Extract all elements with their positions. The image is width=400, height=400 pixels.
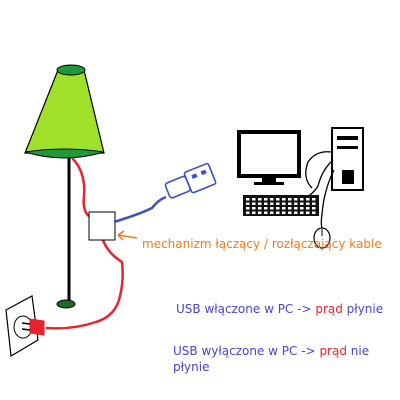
usb-on-highlight: prąd	[315, 302, 343, 316]
usb-on-label: USB włączone w PC -> prąd płynie	[176, 301, 383, 317]
power-plug-icon	[21, 318, 45, 336]
keyboard-key	[288, 211, 292, 214]
keyboard-key	[306, 198, 310, 201]
keyboard-key	[246, 211, 250, 214]
mouse-icon	[313, 227, 331, 249]
keyboard-key	[270, 198, 274, 201]
lamp-base	[56, 299, 76, 309]
keyboard-key	[282, 207, 286, 210]
annotation-arrow	[117, 230, 138, 241]
keyboard-key	[300, 202, 304, 205]
keyboard-key	[282, 211, 286, 214]
keyboard-key	[258, 198, 262, 201]
keyboard-key	[264, 211, 268, 214]
keyboard-key	[306, 207, 310, 210]
keyboard-key	[300, 207, 304, 210]
lamp-shade-top	[56, 64, 86, 76]
power-cable-lower	[45, 236, 124, 330]
wall-socket-icon	[5, 295, 39, 357]
keyboard-key	[264, 207, 268, 210]
lamp-shade-rim	[24, 148, 105, 159]
keyboard-key	[288, 202, 292, 205]
keyboard-key	[270, 207, 274, 210]
keyboard-key	[252, 198, 256, 201]
switch-box-icon	[88, 211, 116, 241]
usb-plug-icon	[164, 162, 217, 199]
keyboard-key	[282, 198, 286, 201]
keyboard-key	[252, 211, 256, 214]
keyboard-key	[270, 211, 274, 214]
keyboard-key	[282, 202, 286, 205]
keyboard-key	[306, 202, 310, 205]
keyboard-key	[294, 207, 298, 210]
keyboard-key	[294, 198, 298, 201]
keyboard-key	[276, 211, 280, 214]
keyboard-key	[258, 211, 262, 214]
keyboard-key	[312, 211, 316, 214]
keyboard-key	[258, 202, 262, 205]
keyboard-icon	[243, 195, 319, 216]
keyboard-key	[270, 202, 274, 205]
keyboard-key	[246, 198, 250, 201]
keyboard-key	[312, 202, 316, 205]
keyboard-key	[246, 207, 250, 210]
lamp-icon	[24, 64, 105, 309]
keyboard-key	[300, 198, 304, 201]
keyboard-key	[276, 202, 280, 205]
mechanism-label: mechanizm łączący / rozłączający kable	[142, 237, 382, 251]
usb-on-suffix: płynie	[342, 302, 384, 316]
keyboard-key	[312, 198, 316, 201]
keyboard-cable	[299, 159, 334, 201]
keyboard-key	[306, 211, 310, 214]
keyboard-key	[276, 207, 280, 210]
usb-on-prefix: USB włączone w PC ->	[176, 302, 316, 316]
usb-off-highlight: prąd	[319, 344, 347, 358]
keyboard-key	[252, 207, 256, 210]
keyboard-key	[276, 198, 280, 201]
keyboard-key	[258, 207, 262, 210]
pc-tower-icon	[331, 127, 364, 191]
keyboard-key	[252, 202, 256, 205]
lamp-shade	[24, 69, 105, 154]
usb-off-suffix: nie płynie	[173, 344, 370, 374]
keyboard-key	[294, 202, 298, 205]
keyboard-key	[312, 207, 316, 210]
power-cable-upper	[71, 157, 93, 220]
monitor-icon	[237, 130, 301, 185]
keyboard-key	[264, 202, 268, 205]
usb-off-prefix: USB wyłączone w PC ->	[173, 344, 320, 358]
keyboard-key	[264, 198, 268, 201]
monitor-cable	[305, 151, 333, 189]
keyboard-key	[288, 207, 292, 210]
keyboard-key	[294, 211, 298, 214]
keyboard-key	[288, 198, 292, 201]
keyboard-key	[246, 202, 250, 205]
usb-off-label: USB wyłączone w PC -> prąd nie płynie	[173, 343, 373, 375]
usb-cable	[113, 195, 167, 224]
keyboard-key	[300, 211, 304, 214]
